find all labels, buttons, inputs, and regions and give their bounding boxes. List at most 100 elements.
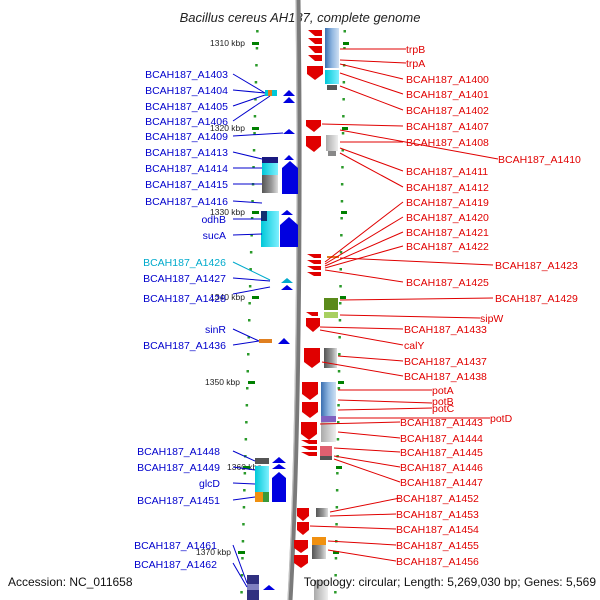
right-gene-label[interactable]: potD bbox=[490, 413, 513, 425]
scale-ticks: 1310 kbp 1320 kbp 1330 kbp 1340 kbp 1350… bbox=[196, 38, 349, 557]
highlight-connector bbox=[232, 261, 271, 281]
left-gene-label[interactable]: BCAH187_A1462 bbox=[134, 559, 217, 571]
right-gene-label[interactable]: BCAH187_A1419 bbox=[406, 197, 489, 209]
track-dot bbox=[342, 98, 345, 101]
track-dot bbox=[337, 387, 341, 390]
left-gene-label[interactable]: sinR bbox=[205, 324, 226, 336]
left-gene-label[interactable]: BCAH187_A1426 bbox=[143, 257, 226, 269]
right-gene-label[interactable]: BCAH187_A1401 bbox=[406, 89, 489, 101]
gene-arrow-sucA[interactable] bbox=[280, 217, 298, 247]
gene-arrow-trpB[interactable] bbox=[308, 30, 322, 36]
track-dot bbox=[254, 98, 257, 101]
track-dot bbox=[248, 285, 252, 288]
right-gene-label[interactable]: BCAH187_A1455 bbox=[396, 540, 479, 552]
right-gene-label[interactable]: BCAH187_A1429 bbox=[495, 293, 578, 305]
scale-tick-label: 1370 kbp bbox=[196, 547, 231, 557]
track-dot bbox=[248, 302, 251, 305]
right-gene-label[interactable]: BCAH187_A1445 bbox=[400, 447, 483, 459]
track-dot bbox=[248, 319, 251, 322]
right-gene-label[interactable]: potB bbox=[432, 396, 454, 408]
right-gene-label[interactable]: BCAH187_A1423 bbox=[495, 260, 578, 272]
track-dot bbox=[253, 132, 256, 135]
right-gene-label[interactable]: BCAH187_A1407 bbox=[406, 121, 489, 133]
track-dot bbox=[249, 268, 252, 271]
right-gene-label[interactable]: BCAH187_A1443 bbox=[400, 417, 483, 429]
right-gene-label[interactable]: BCAH187_A1452 bbox=[396, 493, 479, 505]
right-gene-label[interactable]: potC bbox=[432, 403, 455, 415]
right-gene-label[interactable]: BCAH187_A1425 bbox=[406, 277, 489, 289]
track-dot bbox=[253, 115, 257, 118]
left-gene-label[interactable]: BCAH187_A1416 bbox=[145, 196, 228, 208]
track-dot bbox=[335, 506, 339, 509]
gene-arrow-A1400[interactable] bbox=[307, 66, 323, 80]
track-dot bbox=[242, 523, 245, 526]
track-dot bbox=[240, 574, 244, 577]
left-gene-label[interactable]: BCAH187_A1428 bbox=[143, 293, 226, 305]
right-gene-label[interactable]: BCAH187_A1421 bbox=[406, 227, 489, 239]
left-gene-label[interactable]: BCAH187_A1406 bbox=[145, 116, 228, 128]
right-gene-label[interactable]: BCAH187_A1433 bbox=[404, 324, 487, 336]
right-gene-label[interactable]: BCAH187_A1438 bbox=[404, 371, 487, 383]
right-gene-label[interactable]: BCAH187_A1420 bbox=[406, 212, 489, 224]
track-dot bbox=[339, 268, 342, 271]
left-gene-label[interactable]: BCAH187_A1404 bbox=[145, 85, 228, 97]
track-dot bbox=[255, 64, 258, 67]
left-gene-label[interactable]: BCAH187_A1413 bbox=[145, 147, 228, 159]
left-gene-label[interactable]: BCAH187_A1436 bbox=[143, 340, 226, 352]
left-gene-label[interactable]: BCAH187_A1461 bbox=[134, 540, 217, 552]
right-gene-label[interactable]: BCAH187_A1412 bbox=[406, 182, 489, 194]
right-gene-label[interactable]: BCAH187_A1456 bbox=[396, 556, 479, 568]
left-gene-label[interactable]: BCAH187_A1451 bbox=[137, 495, 220, 507]
left-gene-label[interactable]: glcD bbox=[199, 478, 220, 490]
scale-tick-label: 1320 kbp bbox=[210, 123, 245, 133]
gene-arrow-A1413[interactable] bbox=[282, 161, 298, 194]
right-gene-label[interactable]: BCAH187_A1408 bbox=[406, 137, 489, 149]
track-dot bbox=[340, 234, 343, 237]
right-gene-label[interactable]: BCAH187_A1453 bbox=[396, 509, 479, 521]
track-dot bbox=[337, 404, 340, 407]
track-dot bbox=[247, 353, 250, 356]
right-gene-labels: trpB trpA BCAH187_A1400BCAH187_A1401BCAH18… bbox=[396, 44, 581, 568]
track-dot bbox=[242, 506, 246, 509]
track-dot bbox=[245, 421, 248, 424]
genome-axis bbox=[287, 0, 302, 600]
left-gene-label[interactable]: odhB bbox=[201, 214, 226, 226]
track-dot bbox=[335, 489, 339, 492]
left-gene-label[interactable]: BCAH187_A1415 bbox=[145, 179, 228, 191]
right-gene-label[interactable]: BCAH187_A1400 bbox=[406, 74, 489, 86]
right-gene-label[interactable]: BCAH187_A1437 bbox=[404, 356, 487, 368]
track-dot bbox=[241, 540, 245, 543]
right-gene-label[interactable]: calY bbox=[404, 340, 424, 352]
track-dot bbox=[337, 421, 340, 424]
track-dot bbox=[341, 132, 345, 135]
right-gene-label[interactable]: potA bbox=[432, 385, 454, 397]
forward-strand-genes bbox=[294, 28, 339, 600]
right-label-connectors bbox=[309, 48, 499, 562]
right-gene-label[interactable]: sipW bbox=[480, 313, 503, 325]
right-gene-label[interactable]: BCAH187_A1446 bbox=[400, 462, 483, 474]
left-label-connectors bbox=[232, 73, 284, 588]
track-dot bbox=[334, 574, 337, 577]
left-gene-label[interactable]: BCAH187_A1403 bbox=[145, 69, 228, 81]
left-gene-label[interactable]: BCAH187_A1414 bbox=[145, 163, 228, 175]
track-dot bbox=[339, 285, 342, 288]
right-gene-label[interactable]: BCAH187_A1411 bbox=[406, 166, 488, 178]
left-gene-label[interactable]: BCAH187_A1409 bbox=[145, 131, 228, 143]
track-dot bbox=[340, 200, 344, 203]
right-gene-label[interactable]: BCAH187_A1454 bbox=[396, 524, 479, 536]
right-gene-label[interactable]: BCAH187_A1447 bbox=[400, 477, 483, 489]
track-dot bbox=[243, 489, 246, 492]
track-dot bbox=[342, 81, 346, 84]
right-gene-label[interactable]: BCAH187_A1410 bbox=[498, 154, 581, 166]
right-gene-label[interactable]: BCAH187_A1402 bbox=[406, 105, 489, 117]
left-gene-label[interactable]: BCAH187_A1427 bbox=[143, 273, 226, 285]
track-dot bbox=[246, 387, 249, 390]
left-gene-label[interactable]: BCAH187_A1448 bbox=[137, 446, 220, 458]
right-gene-label[interactable]: BCAH187_A1444 bbox=[400, 433, 483, 445]
left-gene-label[interactable]: BCAH187_A1405 bbox=[145, 101, 228, 113]
right-gene-label[interactable]: BCAH187_A1422 bbox=[406, 241, 489, 253]
right-gene-label[interactable]: trpA bbox=[406, 58, 425, 70]
left-gene-label[interactable]: sucA bbox=[203, 230, 226, 242]
left-gene-label[interactable]: BCAH187_A1449 bbox=[137, 462, 220, 474]
right-gene-label[interactable]: trpB bbox=[406, 44, 425, 56]
